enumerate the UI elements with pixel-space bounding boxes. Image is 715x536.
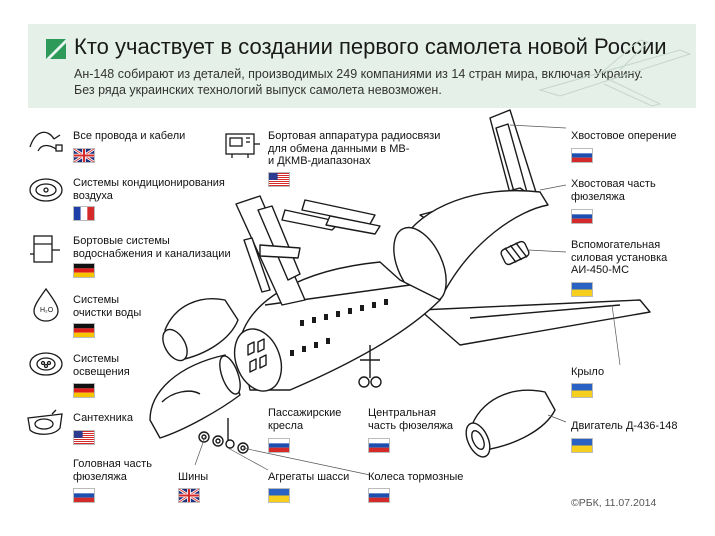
right-engine: [469, 389, 556, 451]
flag-uk: [178, 488, 200, 503]
page-title: Кто участвует в создании первого самолет…: [74, 34, 667, 59]
label-line: воздуха: [73, 189, 113, 202]
right-wing: [419, 299, 651, 346]
cable-icon: [29, 131, 63, 152]
main-landing-gear: [358, 345, 382, 388]
label-line: Хвостовая часть: [571, 178, 656, 190]
label-line: АИ-450-МС: [571, 264, 630, 276]
subtitle-line: Ан-148 собирают из деталей, производимых…: [74, 67, 643, 81]
flag-russia: [368, 488, 390, 503]
flag-ukraine: [571, 438, 593, 453]
label-line: для обмена данными в МВ-: [268, 142, 410, 155]
flag-germany: [73, 263, 95, 278]
label-plumbing: Сантехника: [73, 412, 133, 425]
label-line: силовая установка: [571, 251, 668, 264]
label-line: Вспомогательная: [571, 239, 661, 251]
flag-russia: [571, 148, 593, 163]
flag-ukraine: [571, 282, 593, 297]
label-line: водоснабжения и канализации: [73, 247, 231, 260]
label-line: Системы: [73, 294, 120, 306]
flag-usa: [73, 430, 95, 445]
water-drop-icon: H₂O: [33, 287, 59, 322]
flag-uk: [73, 148, 95, 163]
flag-germany: [73, 323, 95, 338]
flag-germany: [73, 383, 95, 398]
lamp-icon: [29, 352, 63, 376]
page-subtitle: Ан-148 собирают из деталей, производимых…: [74, 66, 643, 98]
nose-landing-gear: [225, 418, 235, 449]
radio-icon: [225, 133, 260, 158]
seat-rows: [247, 338, 267, 373]
label-wing: Крыло: [571, 366, 604, 379]
sink-icon: [27, 409, 63, 435]
subtitle-line: Без ряда украинских технологий выпуск са…: [74, 83, 442, 97]
header-banner: Кто участвует в создании первого самолет…: [28, 24, 696, 108]
label-line: Системы кондиционирования: [73, 177, 225, 189]
water-system-icon: [30, 235, 60, 263]
spoiler-panel: [325, 215, 381, 235]
label-line: часть фюзеляжа: [368, 419, 453, 432]
wing-slat: [243, 237, 271, 293]
label-line: Центральная: [368, 407, 436, 419]
label-landing-gear: Агрегаты шасси: [268, 471, 349, 484]
label-text: Колеса тормозные: [368, 471, 464, 483]
label-line: Бортовые системы: [73, 235, 170, 247]
label-line: фюзеляжа: [571, 190, 625, 203]
flag-usa: [268, 172, 290, 187]
label-brake-wheels: Колеса тормозные: [368, 471, 463, 484]
label-engine: Двигатель Д-436-148: [571, 420, 677, 433]
credit: ©РБК, 11.07.2014: [571, 497, 657, 509]
flag-france: [73, 206, 95, 221]
label-text: Все провода и кабели: [73, 130, 186, 142]
window-row: [290, 299, 388, 356]
apu-unit: [500, 240, 530, 266]
flag-russia: [268, 438, 290, 453]
label-text: Хвостовое оперение: [571, 130, 677, 142]
flag-ukraine: [268, 488, 290, 503]
label-line: Бортовая аппаратура радиосвязи: [268, 130, 441, 142]
plane-watermark-icon: [538, 39, 692, 107]
center-fuselage-opening: [233, 328, 283, 392]
flag-russia: [73, 488, 95, 503]
flag-russia: [571, 209, 593, 224]
label-line: Головная часть: [73, 458, 152, 470]
label-text: Двигатель Д-436-148: [571, 420, 678, 432]
label-text: Крыло: [571, 366, 605, 378]
label-wires-cables: Все провода и кабели: [73, 130, 185, 143]
flag-ukraine: [571, 383, 593, 398]
label-text: Сантехника: [73, 412, 133, 424]
label-text: Шины: [178, 471, 209, 483]
label-line: Пассажирские: [268, 407, 342, 419]
label-line: освещения: [73, 365, 130, 378]
tires: [198, 431, 249, 454]
flag-russia: [368, 438, 390, 453]
svg-text:H₂O: H₂O: [40, 307, 54, 314]
rbc-logo-icon: [46, 39, 66, 59]
label-line: Системы: [73, 353, 120, 365]
label-line: кресла: [268, 419, 304, 432]
spoiler-panel: [259, 244, 301, 259]
label-tail-unit: Хвостовое оперение: [571, 130, 676, 143]
label-text: Агрегаты шасси: [268, 471, 350, 483]
label-line: очистки воды: [73, 306, 142, 319]
label-line: фюзеляжа: [73, 470, 127, 483]
label-line: и ДКМВ-диапазонах: [268, 155, 371, 167]
ventilation-icon: [29, 178, 63, 202]
label-tires: Шины: [178, 471, 208, 484]
